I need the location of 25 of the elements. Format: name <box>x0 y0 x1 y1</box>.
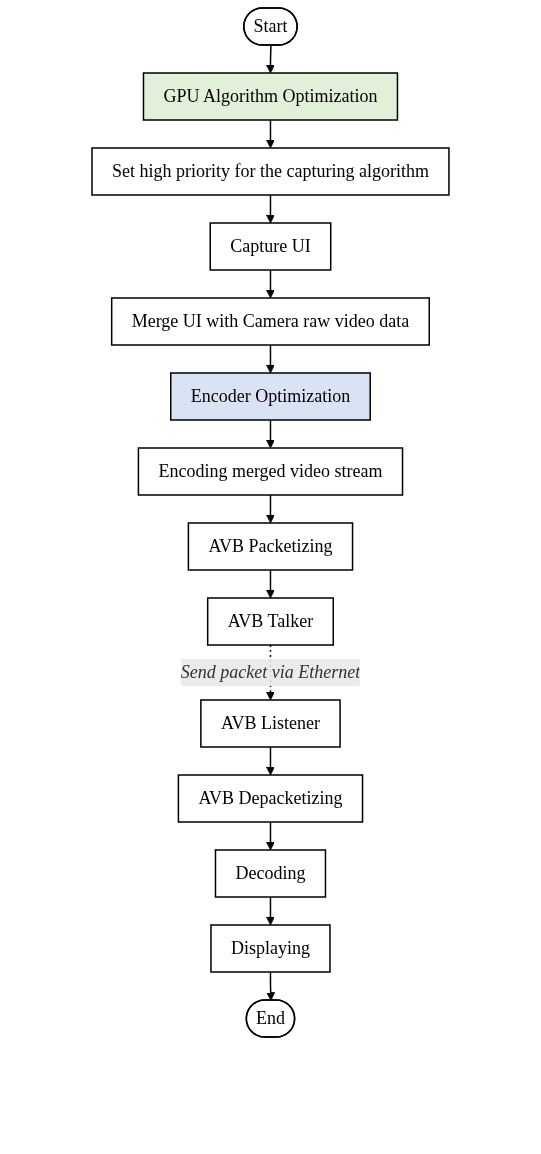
arrow <box>266 344 275 374</box>
arrow <box>266 746 275 776</box>
node-box: AVB Depacketizing <box>177 774 364 823</box>
edge-label: Send packet via Ethernet <box>180 662 361 682</box>
arrow <box>266 896 275 926</box>
arrow <box>266 44 275 74</box>
arrow <box>266 494 275 524</box>
node-box: Encoding merged video stream <box>137 447 404 496</box>
arrow <box>266 971 276 1001</box>
node-box: AVB Packetizing <box>187 522 354 571</box>
arrow <box>266 269 275 299</box>
node-box: Encoder Optimization <box>170 372 371 421</box>
node-box: AVB Listener <box>200 699 341 748</box>
node-box: Set high priority for the capturing algorithm <box>91 147 450 196</box>
arrow <box>266 821 275 851</box>
node-box: GPU Algorithm Optimization <box>142 72 399 121</box>
arrow <box>266 119 275 149</box>
node-box: Decoding <box>214 849 327 898</box>
arrow <box>266 194 275 224</box>
arrow <box>266 569 275 599</box>
node-box: Capture UI <box>209 222 332 271</box>
node-box: Displaying <box>210 924 331 973</box>
arrow <box>266 419 275 449</box>
node-box: Merge UI with Camera raw video data <box>110 297 431 346</box>
node-box: AVB Talker <box>206 597 335 646</box>
